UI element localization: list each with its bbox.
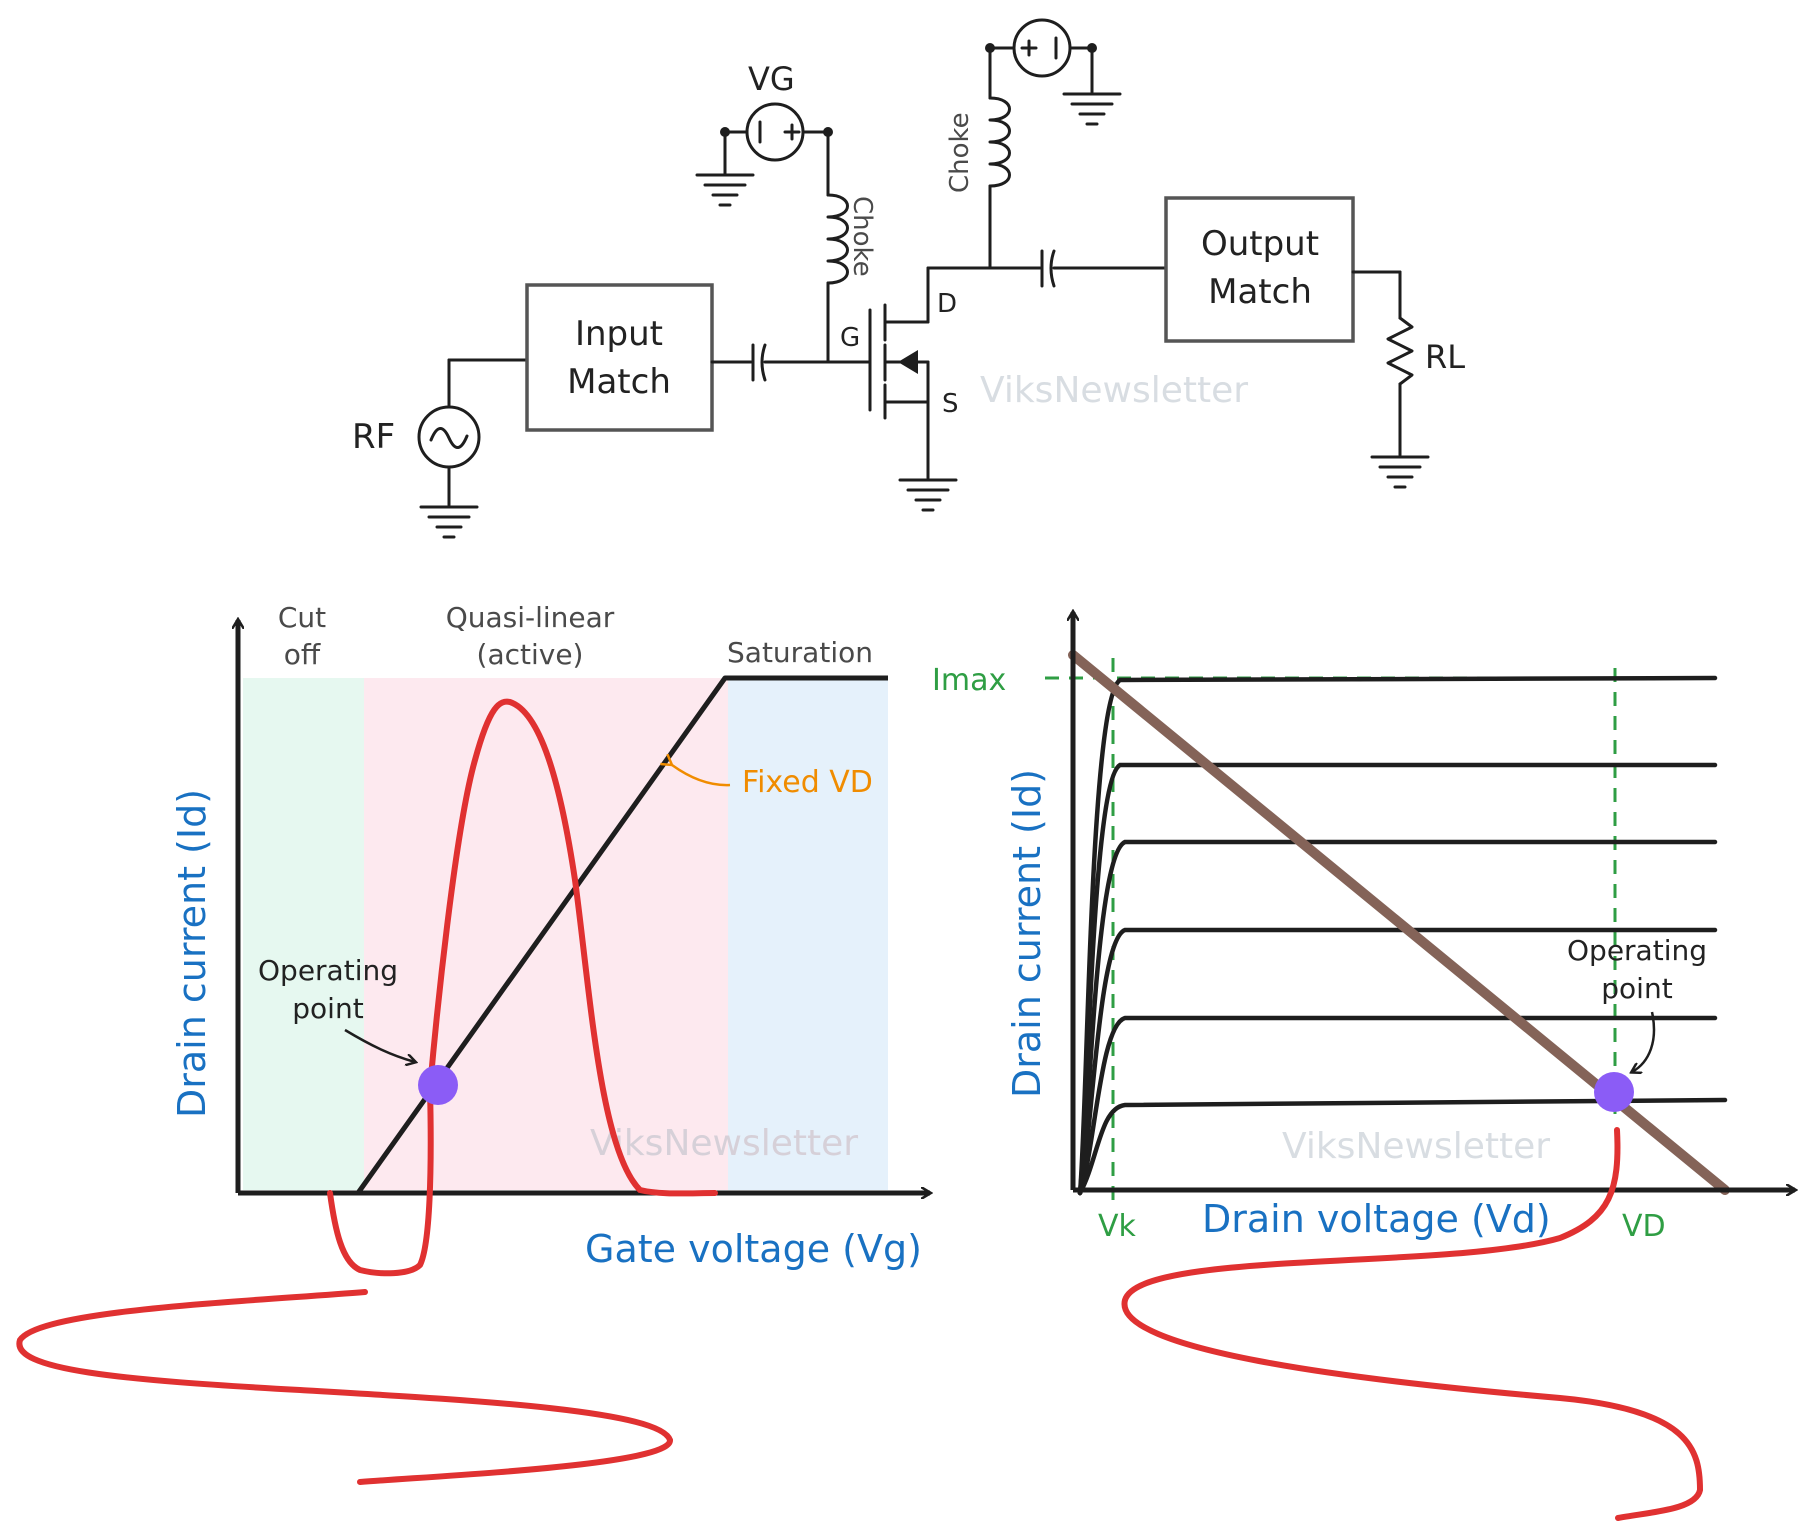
rf-source-icon [417,358,529,539]
load-resistor-icon [1351,270,1430,489]
gate-choke-label: Choke [847,196,877,277]
imax-label: Imax [932,663,1006,698]
transfer-characteristic-chart: ViksNewsletter Cut off Quasi-linear (act… [16,601,930,1485]
amplifier-circuit: ViksNewsletter RF Input Match [352,18,1465,539]
drain-voltage-waveform [1121,1127,1704,1521]
operating-point-marker [1594,1072,1634,1112]
iv-curve [1077,1097,1728,1196]
input-capacitor-icon [710,343,872,382]
region-cutoff [243,678,364,1190]
watermark: ViksNewsletter [590,1123,858,1164]
ground-icon [1062,92,1122,126]
op-label-line2: point [1601,972,1672,1005]
load-label: RL [1425,338,1465,376]
vk-label: Vk [1098,1209,1137,1244]
input-match-label-1: Input [575,314,663,354]
ground-icon [695,173,755,207]
input-match-box [525,283,714,432]
input-match-label-2: Match [567,362,671,402]
op-label-line2: point [292,992,363,1025]
drain-choke-label: Choke [945,112,975,193]
ground-icon [1370,455,1430,489]
region-label-saturation: Saturation [727,636,873,669]
watermark: ViksNewsletter [980,370,1248,411]
gate-label: G [840,323,860,353]
op-pointer-arrow [344,1028,415,1062]
rf-label: RF [352,417,395,457]
load-line [1068,650,1730,1195]
y-axis-label: Drain current (Id) [170,789,214,1118]
vg-source-icon [695,102,833,207]
vd-source-icon [985,18,1122,126]
region-label-active: (active) [477,638,584,671]
region-label-quasi-linear: Quasi-linear [446,601,615,634]
op-pointer-arrow [1632,1011,1656,1072]
operating-point-marker [418,1065,458,1105]
gate-voltage-waveform [16,1085,673,1485]
op-label-line1: Operating [258,954,398,987]
output-characteristic-chart: ViksNewsletter Operating point Imax Vk V… [932,612,1795,1521]
region-label-off: off [284,638,321,671]
region-label-cut: Cut [278,601,326,634]
output-match-label-2: Match [1208,272,1312,312]
output-capacitor-icon [1033,249,1168,288]
drain-choke-icon [988,46,1011,270]
region-saturation [728,678,888,1190]
vd-label: VD [1622,1209,1666,1244]
trace-label-fixed-vd: Fixed VD [742,765,873,800]
x-axis-label: Drain voltage (Vd) [1202,1197,1551,1241]
y-axis-label: Drain current (Id) [1005,769,1049,1098]
watermark: ViksNewsletter [1282,1126,1550,1167]
iv-curve-family [1077,675,1728,1196]
gate-choke-icon [826,130,849,364]
drain-label: D [937,289,957,319]
vg-label: VG [748,60,795,98]
iv-curve [1077,927,1718,1196]
output-match-label-1: Output [1201,224,1319,264]
trace-pointer-arrow [672,765,731,787]
mosfet-transistor-icon [868,266,958,512]
iv-curve [1077,1015,1718,1196]
op-label-line1: Operating [1567,934,1707,967]
ground-icon [898,478,958,512]
transfer-curve [238,675,888,1196]
drain-current-waveform [427,698,718,1197]
source-label: S [942,389,959,419]
output-match-box [1164,196,1355,343]
ground-icon [419,505,479,539]
x-axis-label: Gate voltage (Vg) [585,1227,922,1271]
